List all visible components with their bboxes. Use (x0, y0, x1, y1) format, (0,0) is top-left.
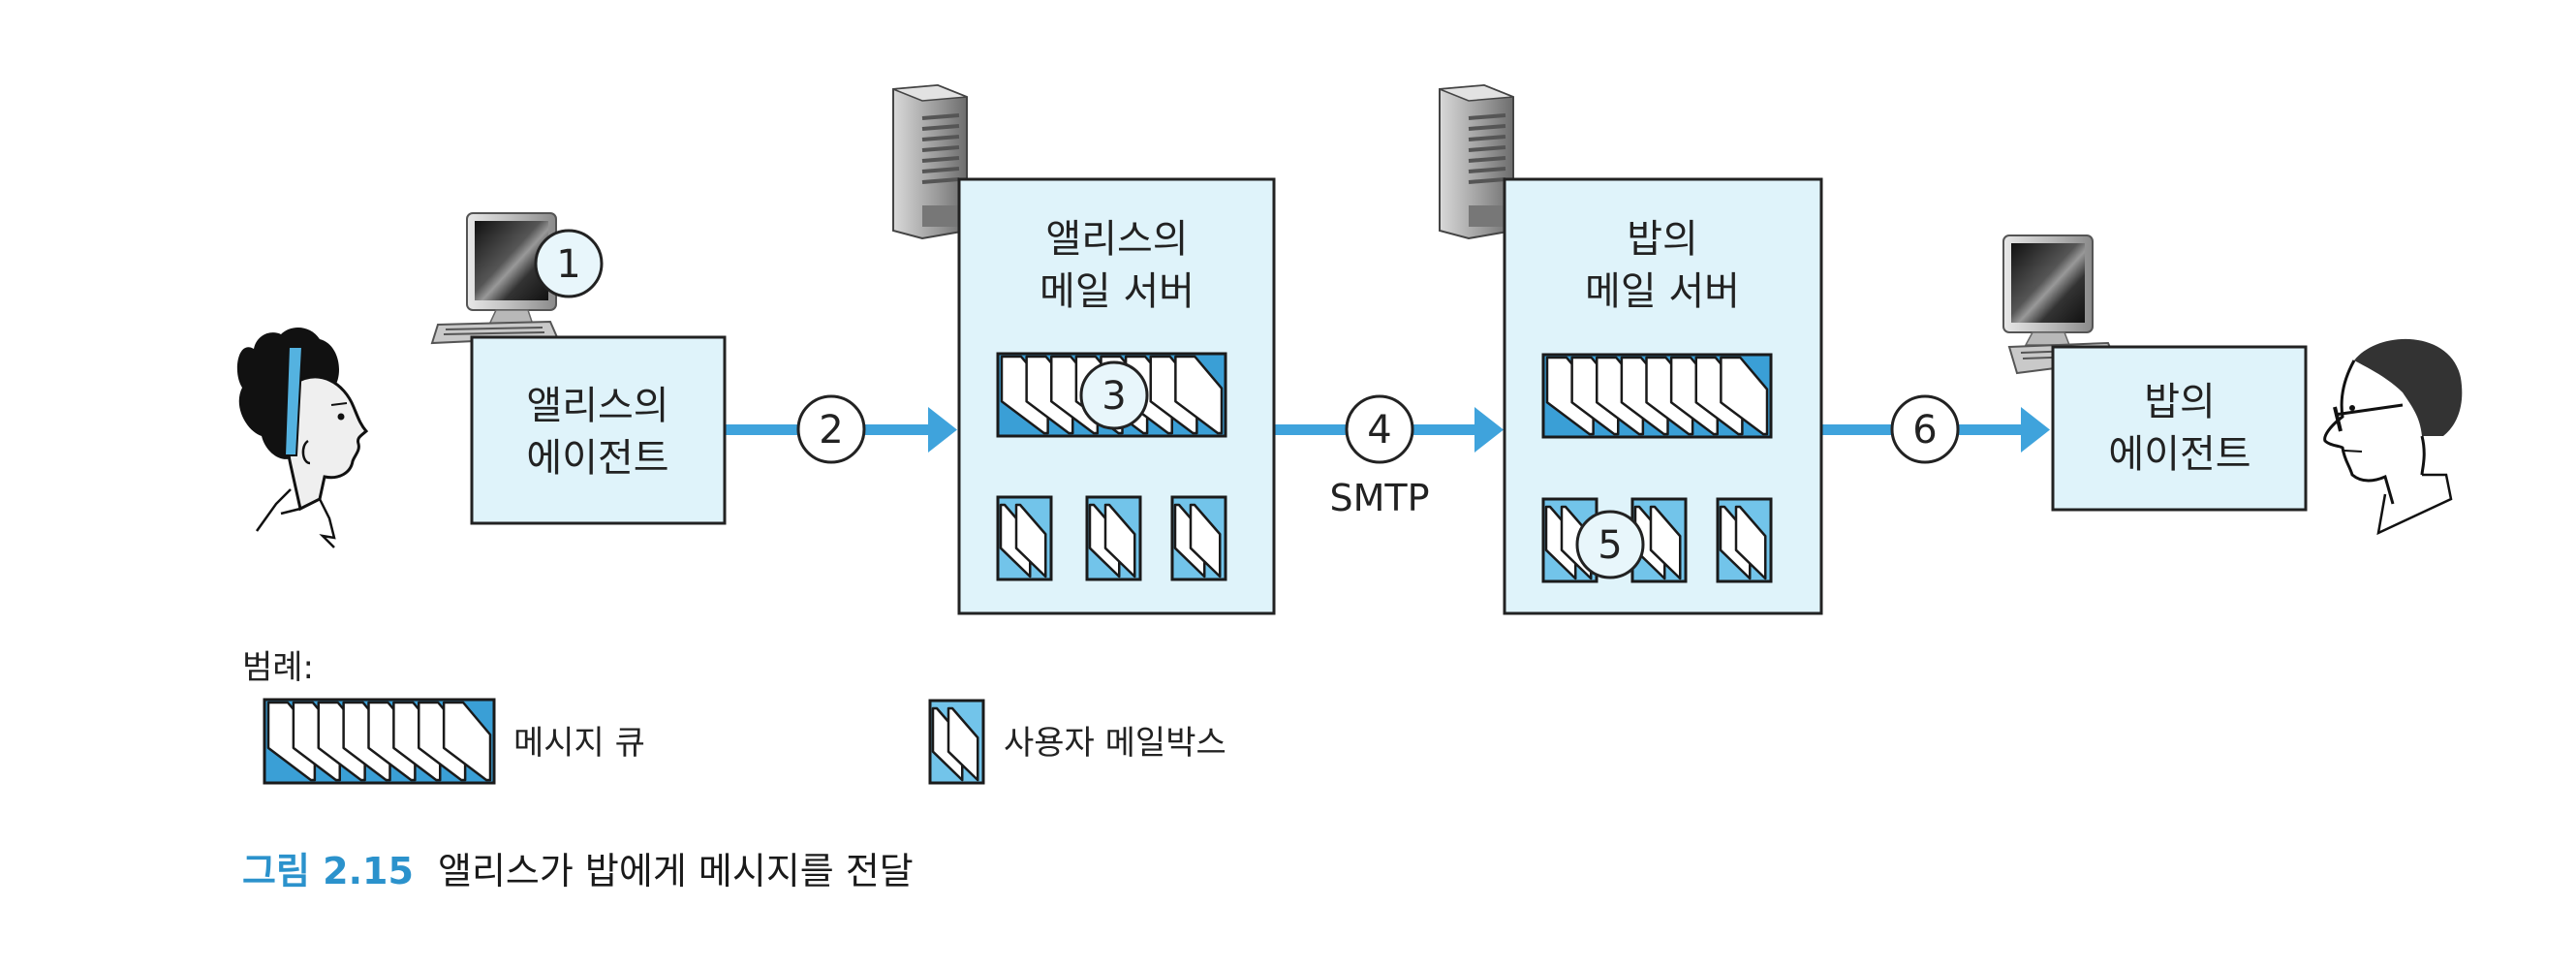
queued-message (1720, 356, 1769, 436)
bob-agent-label-line2: 에이전트 (2108, 432, 2250, 477)
figure-caption-text: 앨리스가 밥에게 메시지를 전달 (438, 850, 914, 892)
svg-text:3: 3 (1102, 374, 1126, 419)
alice-user-agent-box: 앨리스의 에이전트 (470, 335, 727, 525)
alice-computer-icon (430, 212, 559, 345)
bob-server-label-line1: 밥의 (1627, 217, 1698, 262)
svg-text:2: 2 (819, 408, 843, 453)
svg-text:6: 6 (1912, 408, 1937, 453)
bob-person-icon (2323, 338, 2463, 536)
step-5-marker: 5 (1575, 510, 1645, 579)
legend-title: 범례: (242, 648, 314, 687)
step-2-marker: 2 (796, 394, 866, 464)
figure-caption: 그림 2.15 앨리스가 밥에게 메시지를 전달 (242, 850, 914, 892)
alice-server-mailbox (1170, 495, 1227, 581)
step-6-marker: 6 (1890, 394, 1960, 464)
alice-server-mailbox (996, 495, 1053, 581)
step-3-marker: 3 (1079, 360, 1149, 430)
bob-agent-label-line1: 밥의 (2144, 380, 2216, 424)
alice-server-mailbox (1085, 495, 1142, 581)
step-1-marker: 1 (534, 229, 604, 298)
step-4-marker: 4 (1345, 394, 1414, 464)
svg-text:1: 1 (556, 242, 580, 287)
alice-server-label-line1: 앨리스의 (1045, 217, 1188, 262)
legend-message-queue-icon (263, 698, 496, 785)
bob-server-tower-icon (1439, 83, 1514, 240)
alice-person-icon (236, 328, 369, 548)
legend-user-mailbox-icon (928, 699, 985, 785)
alice-agent-label-line2: 에이전트 (526, 436, 668, 481)
svg-text:4: 4 (1367, 408, 1391, 453)
bob-mail-server-box: 밥의 메일 서버 (1503, 177, 1823, 615)
figure-number: 그림 2.15 (242, 850, 414, 892)
queued-message (442, 701, 492, 782)
legend-message-queue-label: 메시지 큐 (513, 724, 645, 763)
bob-server-label-line2: 메일 서버 (1585, 269, 1740, 314)
legend-user-mailbox-label: 사용자 메일박스 (1004, 724, 1226, 763)
alice-server-tower-icon (892, 83, 968, 240)
smtp-protocol-label: SMTP (1329, 477, 1429, 519)
bob-user-agent-box: 밥의 에이전트 (2051, 345, 2308, 512)
svg-text:5: 5 (1598, 523, 1622, 568)
alice-mail-server-box: 앨리스의 메일 서버 (957, 177, 1276, 615)
bob-server-mailbox (1716, 497, 1773, 583)
bob-message-queue (1541, 353, 1773, 439)
queued-message (1174, 355, 1224, 435)
alice-server-label-line2: 메일 서버 (1040, 269, 1195, 314)
alice-agent-label-line1: 앨리스의 (526, 384, 668, 428)
